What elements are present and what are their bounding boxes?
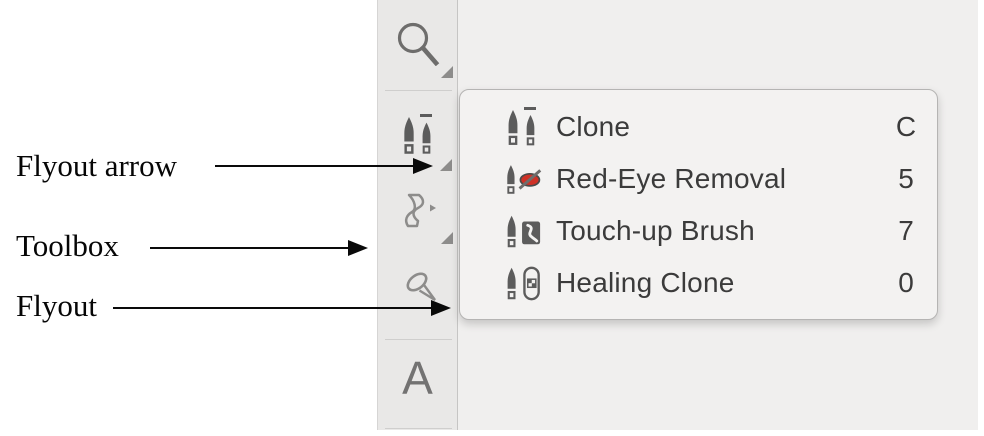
magnifier-icon[interactable] (394, 22, 440, 66)
healing-clone-icon (506, 266, 540, 301)
annotation-toolbox: Toolbox (16, 228, 119, 263)
menu-item-healing-clone[interactable]: Healing Clone 0 (504, 257, 923, 309)
menu-item-label: Clone (556, 111, 631, 142)
menu-item-label: Touch-up Brush (556, 215, 755, 246)
flyout-menu: Clone C Red-Eye Removal 5 Touch-up Brush… (459, 89, 938, 320)
annotation-arrow-line (215, 158, 433, 174)
annotation-flyout: Flyout (16, 288, 97, 323)
toolbox-divider (385, 339, 452, 340)
menu-item-red-eye-removal[interactable]: Red-Eye Removal 5 (504, 153, 923, 205)
curve-shape-icon[interactable] (402, 192, 440, 232)
menu-item-shortcut: 5 (898, 163, 914, 194)
touch-up-brush-icon (506, 214, 541, 248)
flyout-arrow-icon[interactable] (441, 66, 453, 78)
flyout-arrow-icon[interactable] (440, 159, 452, 171)
menu-item-shortcut: C (895, 111, 917, 142)
clone-brush-icon[interactable] (400, 112, 438, 158)
annotation-arrow-line (113, 300, 451, 316)
annotation-arrow-line (150, 240, 368, 256)
toolbox: A (377, 0, 458, 430)
red-eye-removal-icon (506, 164, 542, 194)
toolbox-divider (385, 428, 452, 429)
annotation-flyout-arrow: Flyout arrow (16, 148, 178, 183)
menu-item-label: Healing Clone (556, 267, 735, 298)
toolbox-divider (385, 90, 452, 91)
menu-item-touch-up-brush[interactable]: Touch-up Brush 7 (504, 205, 923, 257)
flyout-arrow-icon[interactable] (441, 232, 453, 244)
menu-item-shortcut: 0 (898, 267, 914, 298)
menu-item-clone[interactable]: Clone C (504, 101, 923, 153)
menu-item-label: Red-Eye Removal (556, 163, 787, 194)
text-tool[interactable]: A (402, 352, 433, 404)
menu-item-shortcut: 7 (898, 215, 914, 246)
clone-brush-icon (507, 107, 536, 146)
